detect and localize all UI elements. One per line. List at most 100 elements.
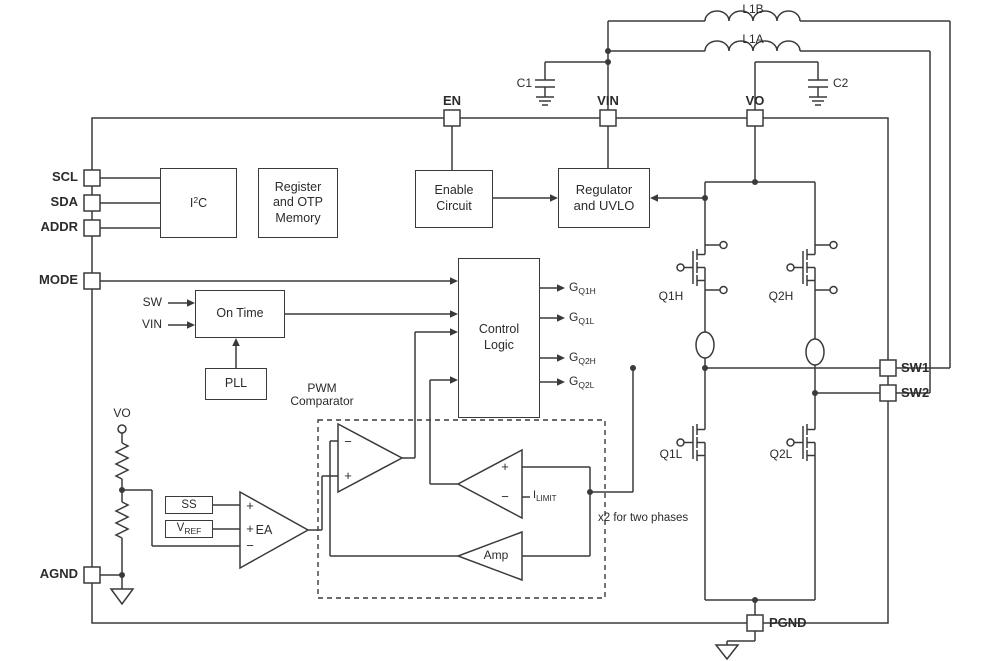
- scl-pin-label: SCL: [52, 169, 78, 184]
- ea-plus-sign-1: +: [246, 498, 254, 513]
- l1b-label: L1B: [742, 2, 764, 16]
- phase2-current-sense-icon: [805, 338, 825, 366]
- q1l-gate-terminal-icon: [676, 438, 685, 447]
- q2h-gate-terminal-icon: [786, 263, 795, 272]
- c2-capacitor: [808, 62, 828, 97]
- sw2-pin: [879, 384, 897, 402]
- register-otp-block: Register and OTP Memory: [258, 168, 338, 238]
- gate-signal-gq2l: GQ2L: [569, 374, 595, 390]
- c2-label: C2: [833, 76, 849, 90]
- sw-input-label: SW: [142, 295, 162, 309]
- q2l-label: Q2L: [769, 447, 793, 461]
- c2-ground-icon: [809, 96, 827, 106]
- q1h-label: Q1H: [658, 289, 684, 303]
- ilimit-label: ILIMIT: [533, 489, 557, 503]
- enable-circuit-block: Enable Circuit: [415, 170, 493, 228]
- vin-pin: [599, 109, 617, 127]
- mode-pin: [83, 272, 101, 290]
- vo-sense-label: VO: [113, 406, 131, 420]
- i2c-block-label: I2C: [189, 194, 208, 210]
- q1h-gate-terminal-icon: [676, 263, 685, 272]
- pwm-minus-sign: −: [344, 434, 352, 449]
- register-otp-block-label: Register and OTP Memory: [272, 179, 324, 225]
- q1h-drain-terminal-icon: [719, 240, 728, 250]
- agnd-pin-label: AGND: [39, 566, 78, 581]
- vref-box: VREF: [165, 520, 213, 538]
- ea-minus-sign: −: [246, 538, 254, 553]
- vo-pin: [746, 109, 764, 127]
- sw2-pin-label: SW2: [901, 385, 930, 400]
- feedback-resistor-top: [114, 442, 130, 480]
- pwm-comparator-label: PWM Comparator: [290, 381, 354, 409]
- i2c-block: I2C: [160, 168, 237, 238]
- pgnd-ground-icon: [714, 644, 740, 661]
- regulator-uvlo-block-label: Regulator and UVLO: [573, 181, 635, 213]
- c1-ground-icon: [536, 96, 554, 106]
- en-pin-label: EN: [442, 93, 462, 108]
- vref-box-label: VREF: [176, 522, 202, 537]
- q2h-source-terminal-icon: [829, 285, 838, 295]
- amp-triangle: [455, 530, 523, 582]
- l1b-inductor: [704, 10, 801, 22]
- mode-pin-label: MODE: [39, 272, 78, 287]
- gate-signal-gq1h: GQ1H: [569, 280, 596, 296]
- sda-pin-label: SDA: [50, 194, 78, 209]
- pwm-plus-sign: +: [344, 468, 352, 483]
- sda-pin: [83, 194, 101, 212]
- arrowheads: [187, 194, 658, 386]
- q1h-mosfet: [676, 240, 728, 295]
- control-logic-block-label: Control Logic: [478, 322, 520, 352]
- ea-plus-sign-2: +: [246, 521, 254, 536]
- control-logic-block: Control Logic: [458, 258, 540, 418]
- c1-label: C1: [516, 76, 532, 90]
- vo-sense-terminal: [117, 424, 127, 434]
- agnd-ground-icon: [109, 588, 135, 606]
- pin-squares: [83, 109, 897, 632]
- q2l-mosfet: [786, 415, 816, 470]
- en-pin: [443, 109, 461, 127]
- on-time-block-label: On Time: [216, 306, 264, 321]
- agnd-pin: [83, 566, 101, 584]
- q2l-gate-terminal-icon: [786, 438, 795, 447]
- junction-dots: [119, 48, 818, 603]
- pwm-comparator-triangle: [337, 422, 404, 494]
- ilimit-plus-sign: +: [501, 459, 509, 474]
- ea-triangle: [239, 490, 310, 570]
- enable-circuit-block-label: Enable Circuit: [434, 183, 474, 213]
- pgnd-pin-label: PGND: [769, 615, 807, 630]
- regulator-uvlo-block: Regulator and UVLO: [558, 168, 650, 228]
- on-time-block: On Time: [195, 290, 285, 338]
- sw1-pin-label: SW1: [901, 360, 930, 375]
- q1h-source-terminal-icon: [719, 285, 728, 295]
- gate-signal-gq1l: GQ1L: [569, 310, 595, 326]
- q2h-mosfet: [786, 240, 838, 295]
- pgnd-pin: [746, 614, 764, 632]
- pll-block: PLL: [205, 368, 267, 400]
- pll-block-label: PLL: [224, 376, 248, 391]
- l1a-inductor: [704, 40, 801, 52]
- amp-label: Amp: [483, 548, 509, 562]
- l1a-label: L1A: [742, 32, 764, 46]
- ea-label: EA: [255, 523, 273, 537]
- vo-pin-label: VO: [745, 93, 765, 108]
- addr-pin-label: ADDR: [40, 219, 78, 234]
- q1l-label: Q1L: [659, 447, 683, 461]
- x2-phases-note: x2 for two phases: [598, 512, 689, 524]
- ilimit-minus-sign: −: [501, 489, 509, 504]
- ss-box: SS: [165, 496, 213, 514]
- q2h-label: Q2H: [768, 289, 794, 303]
- phase-block-outline: [317, 419, 606, 599]
- sw1-pin: [879, 359, 897, 377]
- ss-box-label: SS: [181, 498, 197, 511]
- ilimit-comparator-triangle: [456, 448, 523, 520]
- gate-signal-gq2h: GQ2H: [569, 350, 596, 366]
- addr-pin: [83, 219, 101, 237]
- phase1-current-sense-icon: [695, 331, 715, 359]
- q2h-drain-terminal-icon: [829, 240, 838, 250]
- vin-input-label: VIN: [141, 317, 162, 331]
- q1l-mosfet: [676, 415, 706, 470]
- c1-capacitor: [535, 62, 555, 97]
- scl-pin: [83, 169, 101, 187]
